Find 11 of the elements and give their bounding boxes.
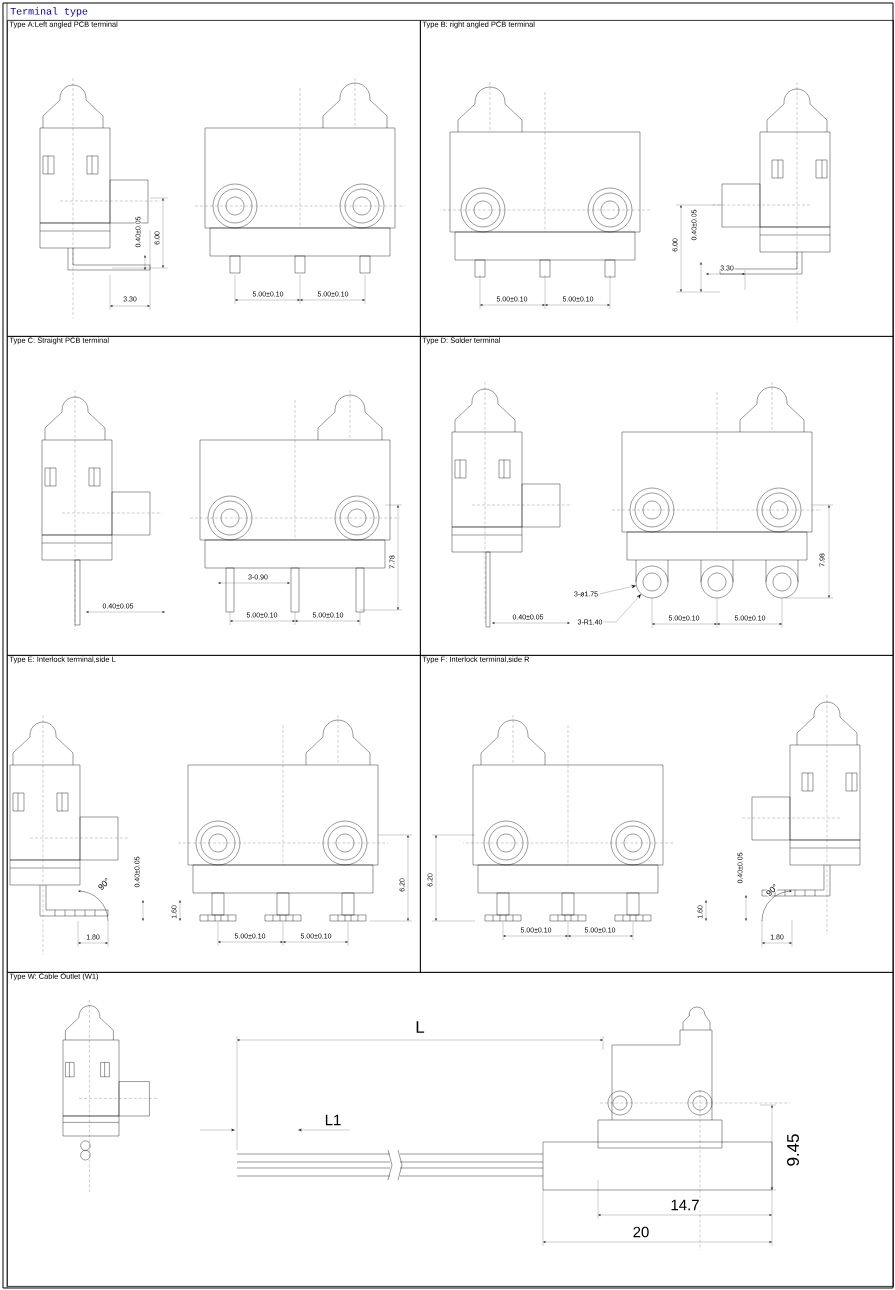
dimension-label: 90°	[764, 882, 780, 898]
title: Terminal type	[10, 7, 88, 17]
solder-lug	[635, 565, 669, 599]
dimension-label: L	[414, 1020, 426, 1034]
leader-line	[599, 584, 637, 595]
dimension-label: 14.7	[669, 1199, 701, 1211]
leader-line	[603, 594, 642, 623]
dimension-label: 20	[631, 1225, 651, 1239]
dimension-label: 90°	[96, 876, 112, 892]
dimension-label: L1	[323, 1114, 343, 1126]
dimension-label: 9.45	[786, 1132, 800, 1168]
